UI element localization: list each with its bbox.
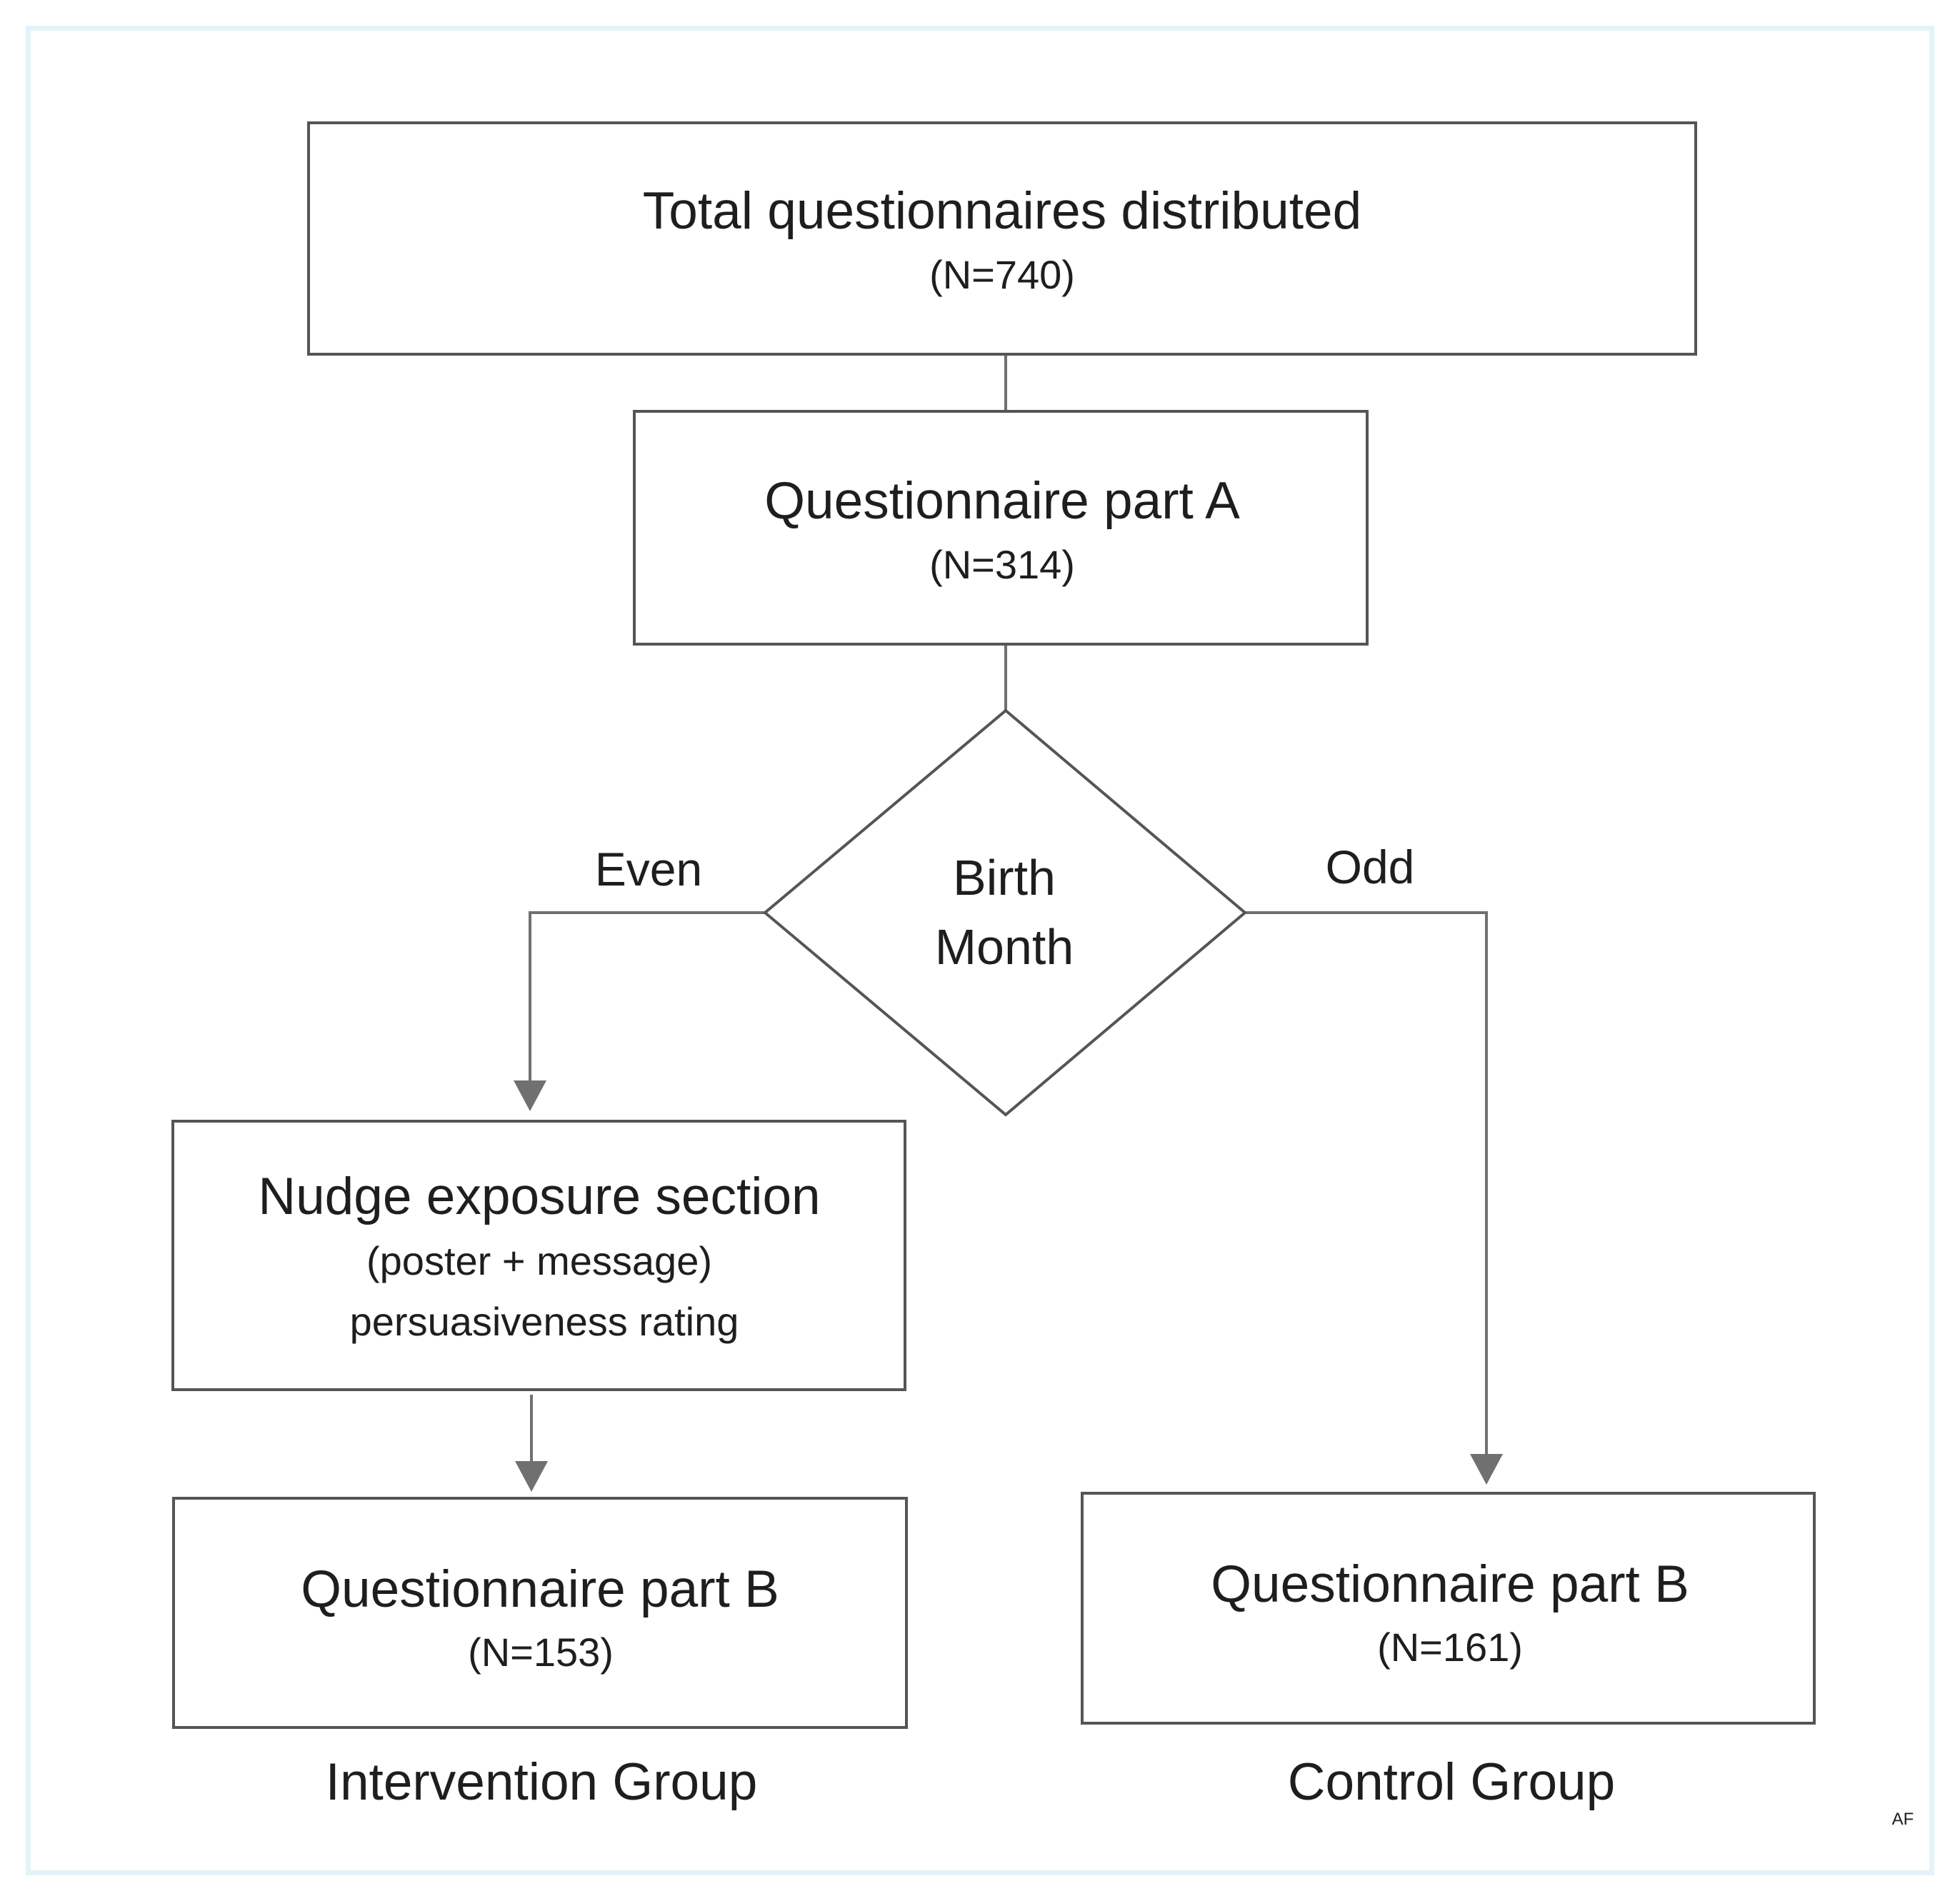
nudge-subtitle: (poster + message) bbox=[366, 1238, 712, 1283]
part-a-title: Questionnaire part A bbox=[764, 472, 1240, 530]
box-questionnaire-part-b-control bbox=[1081, 1492, 1816, 1725]
intervention-group-label: Intervention Group bbox=[326, 1753, 758, 1811]
nudge-rating: persuasiveness rating bbox=[350, 1299, 739, 1344]
branch-label-even: Even bbox=[595, 843, 702, 896]
decision-label-line1: Birth bbox=[953, 850, 1056, 906]
part-b-intervention-title: Questionnaire part B bbox=[301, 1560, 779, 1618]
part-b-control-count: (N=161) bbox=[1377, 1625, 1523, 1670]
decision-label-line2: Month bbox=[935, 919, 1074, 975]
box-total-questionnaires bbox=[307, 121, 1697, 356]
branch-label-odd: Odd bbox=[1326, 841, 1415, 893]
watermark-initials: AF bbox=[1892, 1810, 1914, 1829]
connector-even-branch bbox=[529, 911, 765, 1082]
box-questionnaire-part-b-intervention bbox=[172, 1497, 908, 1729]
part-a-count: (N=314) bbox=[929, 542, 1075, 587]
decision-birth-month bbox=[762, 708, 1248, 1117]
part-b-control-title: Questionnaire part B bbox=[1211, 1555, 1689, 1613]
total-title: Total questionnaires distributed bbox=[643, 182, 1361, 240]
control-group-label: Control Group bbox=[1288, 1753, 1616, 1811]
arrowhead-even bbox=[514, 1080, 546, 1111]
nudge-title: Nudge exposure section bbox=[258, 1168, 820, 1225]
arrowhead-odd bbox=[1470, 1454, 1503, 1485]
arrowhead-part-b-intervention bbox=[515, 1461, 548, 1492]
total-count: (N=740) bbox=[929, 252, 1075, 297]
diagram-frame bbox=[26, 26, 1934, 1875]
box-nudge-exposure bbox=[171, 1120, 906, 1391]
connector-odd-branch bbox=[1245, 911, 1488, 1455]
box-questionnaire-part-a bbox=[633, 410, 1369, 646]
part-b-intervention-count: (N=153) bbox=[468, 1630, 614, 1675]
